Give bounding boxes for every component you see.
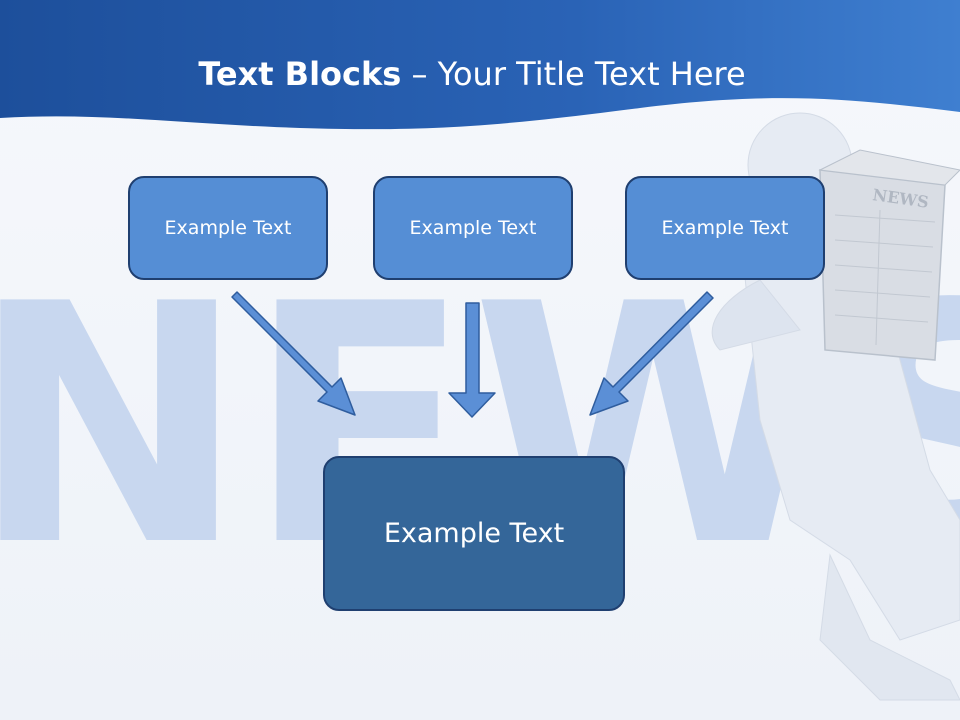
title-dash: – — [401, 55, 438, 93]
main-text-block[interactable]: Example Text — [323, 456, 625, 611]
title-rest: Your Title Text Here — [437, 55, 746, 93]
title-bold: Text Blocks — [198, 55, 402, 93]
header-band — [0, 0, 960, 130]
text-block-1[interactable]: Example Text — [128, 176, 328, 280]
down-right-arrow-icon — [231, 291, 356, 416]
down-left-arrow-icon — [589, 291, 714, 416]
text-block-3-label: Example Text — [661, 217, 789, 239]
text-block-2-label: Example Text — [409, 217, 537, 239]
main-text-block-label: Example Text — [383, 518, 565, 549]
person-figure — [711, 112, 960, 701]
text-block-3[interactable]: Example Text — [625, 176, 825, 280]
text-block-1-label: Example Text — [164, 217, 292, 239]
slide-title: Text Blocks – Your Title Text Here — [0, 52, 944, 96]
newspaper: NEWS — [818, 149, 960, 361]
down-arrow-icon — [448, 302, 496, 418]
text-block-2[interactable]: Example Text — [373, 176, 573, 280]
